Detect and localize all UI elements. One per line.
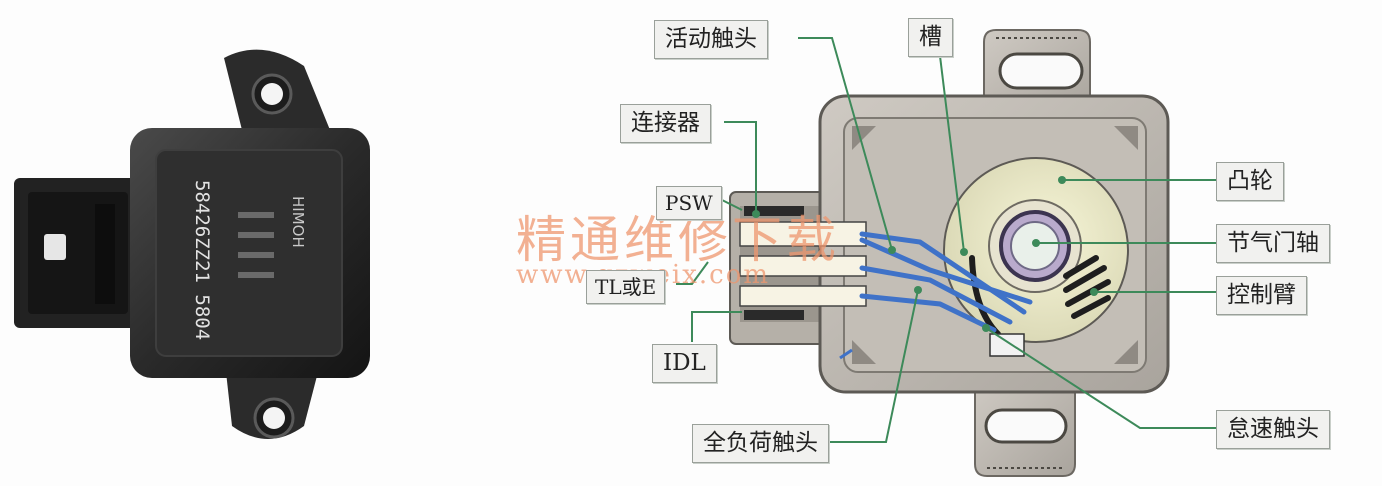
- label-groove: 槽: [908, 18, 953, 57]
- leader-full-load: [822, 289, 919, 443]
- bottom-slot: [984, 408, 1068, 444]
- leader-idle-contact: [985, 327, 1216, 429]
- label-idle-contact: 怠速触头: [1216, 410, 1330, 449]
- label-idl: IDL: [652, 344, 717, 383]
- label-tl-e: TL或E: [586, 270, 666, 304]
- top-mount-hole: [261, 83, 283, 105]
- label-connector: 连接器: [620, 104, 711, 143]
- brand-text: HIMOH: [289, 196, 307, 248]
- terminal-tl: [739, 255, 867, 277]
- contact-wires: [859, 231, 1033, 333]
- label-active-contact: 活动触头: [654, 20, 768, 59]
- control-arm-bars: [1063, 255, 1111, 319]
- leader-lines: [676, 37, 1216, 443]
- terminal-psw: [739, 221, 867, 247]
- label-psw: PSW: [656, 186, 722, 220]
- label-cam: 凸轮: [1216, 162, 1284, 201]
- label-control-arm: 控制臂: [1216, 276, 1307, 315]
- leader-psw: [717, 197, 743, 211]
- leader-tl: [676, 261, 709, 285]
- bottom-mount-hole: [263, 407, 285, 429]
- top-slot: [998, 52, 1084, 90]
- leader-connector: [724, 121, 757, 214]
- leader-idl: [691, 311, 742, 342]
- leader-active-contact: [798, 37, 893, 251]
- leader-dots: [752, 176, 1098, 332]
- label-throttle-shaft: 节气门轴: [1216, 224, 1330, 263]
- leader-groove: [939, 55, 965, 253]
- connector-latch: [44, 234, 66, 260]
- label-full-load-contact: 全负荷触头: [692, 424, 829, 463]
- part-number-text: 58426ZZ21 5804: [191, 180, 213, 340]
- watermark-title: 精通维修下载: [516, 211, 840, 269]
- sensor-photo: 58426ZZ21 5804 HIMOH: [14, 49, 370, 439]
